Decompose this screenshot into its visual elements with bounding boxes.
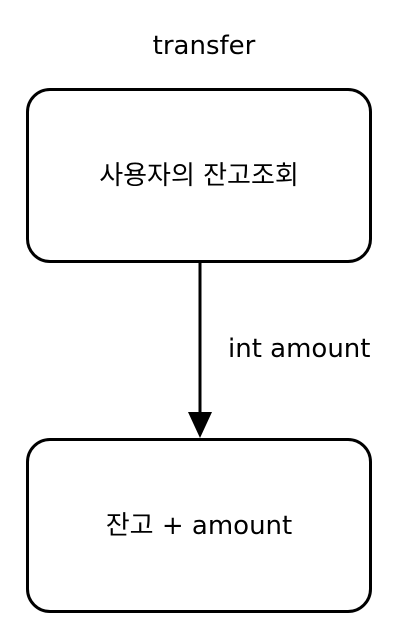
node-add-amount: 잔고 + amount xyxy=(26,438,372,613)
diagram-title: transfer xyxy=(152,31,256,61)
node-query-balance: 사용자의 잔고조회 xyxy=(26,88,372,263)
node-label: 사용자의 잔고조회 xyxy=(99,160,299,191)
edge-label: int amount xyxy=(228,331,371,367)
node-label: 잔고 + amount xyxy=(105,510,293,541)
arrowhead-icon xyxy=(188,412,212,438)
